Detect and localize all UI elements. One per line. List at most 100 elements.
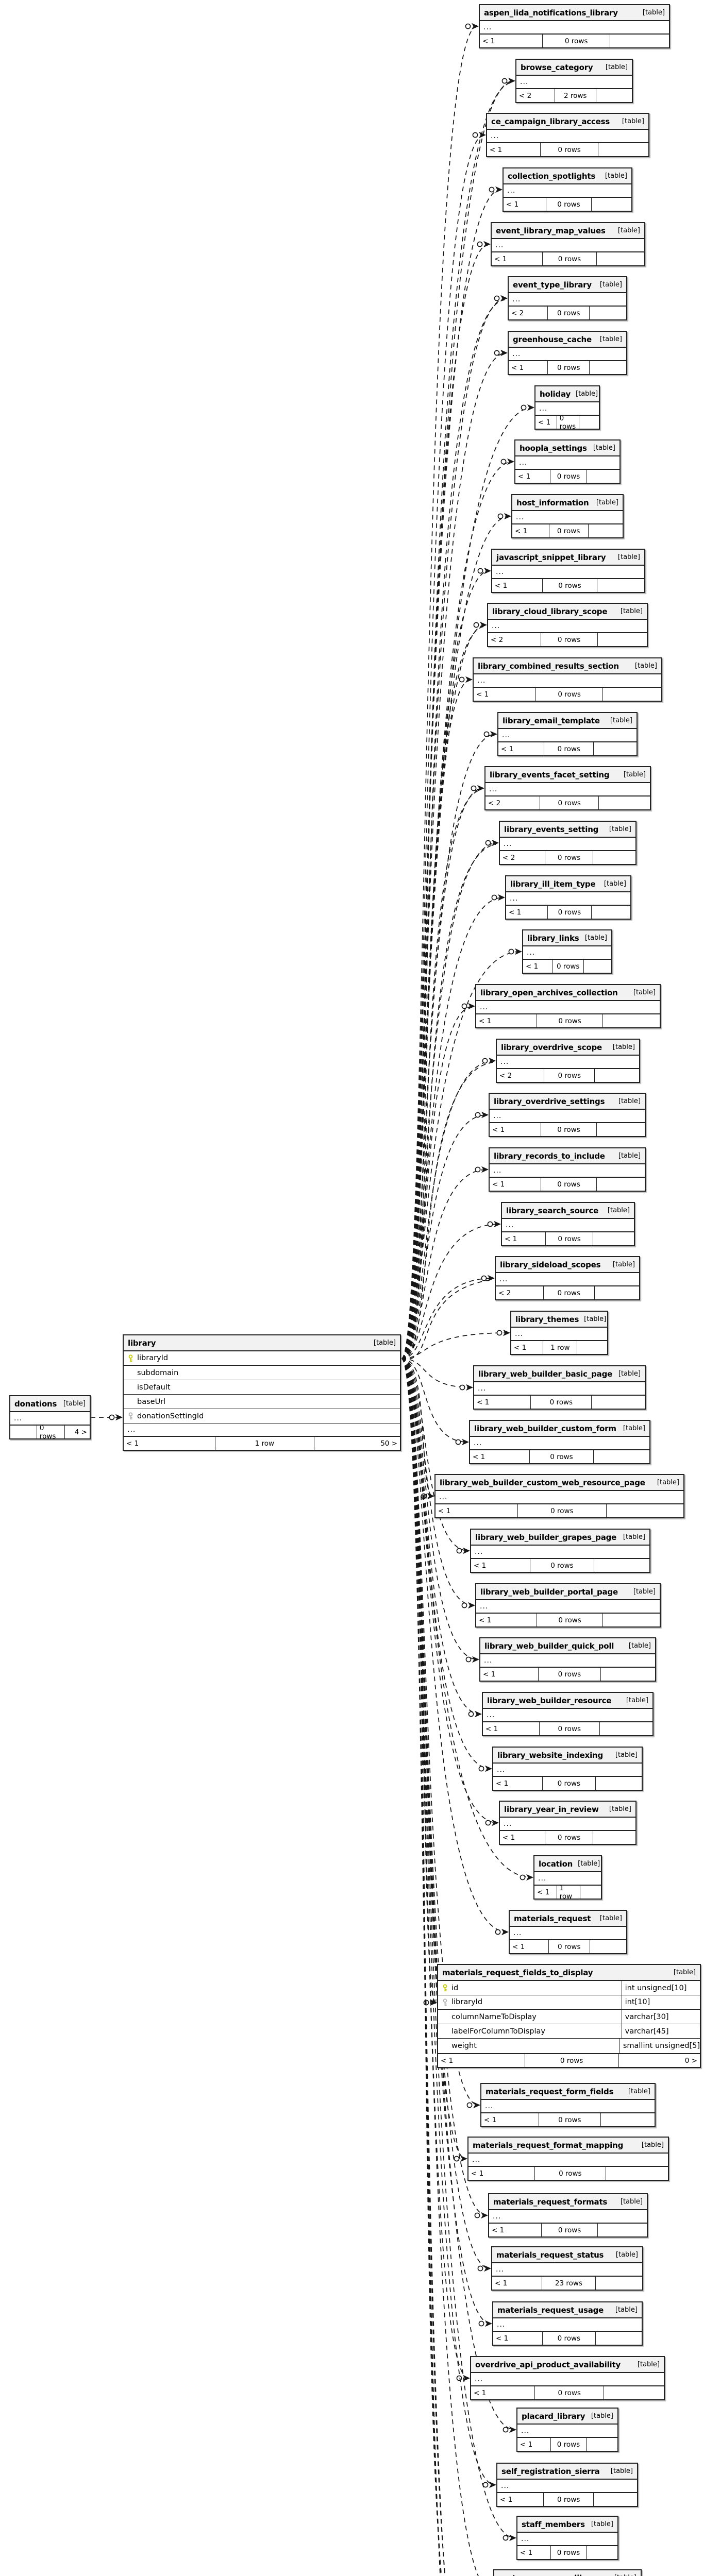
relationship-line-library_cloud_library_scope [401, 624, 486, 1359]
table-header[interactable]: donations[table] [10, 1396, 90, 1412]
zero-or-one-circle [494, 295, 500, 301]
table-header[interactable]: location[table] [534, 1856, 601, 1872]
table-header[interactable]: materials_request_status[table] [492, 2247, 642, 2263]
table-header[interactable]: materials_request_formats[table] [489, 2194, 647, 2210]
table-header[interactable]: library_overdrive_scope[table] [497, 1040, 639, 1056]
table-header[interactable]: host_information[table] [512, 495, 623, 511]
parent-count: < 1 [477, 1398, 490, 1406]
table-type-label: [table] [637, 2361, 660, 2368]
table-header[interactable]: library_web_builder_quick_poll[table] [480, 1638, 655, 1654]
table-header[interactable]: library_web_builder_custom_web_resource_… [436, 1475, 683, 1491]
table-name: library_themes [515, 1314, 579, 1324]
row-count: 0 rows [550, 2546, 587, 2559]
table-name: library_web_builder_custom_form [474, 1423, 616, 1433]
parent-count: < 1 [496, 1779, 509, 1788]
table-header[interactable]: library_events_facet_setting[table] [485, 767, 650, 783]
child-count [596, 2332, 642, 2345]
relationship-line-event_type_library-2 [401, 299, 505, 1359]
zero-or-one-circle [109, 1414, 115, 1420]
table-type-label: [table] [617, 227, 640, 234]
row-count: 0 rows [530, 1559, 594, 1572]
table-header[interactable]: library_overdrive_settings[table] [490, 1094, 645, 1110]
crows-foot-arrowhead [498, 894, 505, 901]
table-header[interactable]: materials_request_usage[table] [493, 2302, 642, 2318]
table-header[interactable]: materials_request_form_fields[table] [481, 2084, 655, 2100]
table-header[interactable]: library_links[table] [523, 930, 611, 946]
table-header[interactable]: library_cloud_library_scope[table] [488, 604, 647, 620]
table-header[interactable]: library[table] [124, 1335, 400, 1351]
table-name: library_web_builder_basic_page [478, 1369, 613, 1379]
row-count: 0 rows [529, 1450, 594, 1463]
table-header[interactable]: library_web_builder_resource[table] [483, 1693, 652, 1709]
table-header[interactable]: library_email_template[table] [498, 713, 637, 729]
columns-ellipsis: ... [483, 23, 492, 31]
zero-or-one-circle [482, 1058, 488, 1064]
table-header[interactable]: library_records_to_include[table] [490, 1148, 645, 1164]
table-header[interactable]: materials_request_fields_to_display[tabl… [438, 1965, 700, 1981]
table-header[interactable]: aspen_lida_notifications_library[table] [480, 5, 669, 21]
table-header[interactable]: event_library_map_values[table] [492, 223, 644, 239]
table-header[interactable]: ce_campaign_library_access[table] [487, 114, 648, 130]
crows-foot-arrowhead [492, 1819, 499, 1826]
table-header[interactable]: library_web_builder_portal_page[table] [476, 1584, 660, 1600]
table-header[interactable]: overdrive_api_product_availability [table… [471, 2357, 664, 2373]
table-type-label: [table] [599, 335, 622, 343]
row-count: 1 row [543, 1341, 578, 1354]
row-count: 1 row [556, 1886, 580, 1899]
relationship-line-library_overdrive_scope [401, 1060, 495, 1359]
table-header[interactable]: materials_request_format_mapping[table] [468, 2138, 668, 2154]
table-header[interactable]: library_events_setting[table] [500, 822, 635, 838]
child-count [593, 851, 635, 864]
table-header[interactable]: library_web_builder_basic_page[table] [474, 1366, 645, 1382]
table-header[interactable]: library_sideload_scopes[table] [496, 1257, 639, 1273]
table-header[interactable]: library_themes[table] [511, 1312, 607, 1328]
column-type: smallint unsigned[5] [619, 2039, 700, 2053]
crows-foot-arrowhead [477, 785, 484, 792]
table-header[interactable]: materials_request[table] [510, 1911, 626, 1927]
primary-key-icon [124, 1354, 137, 1362]
table-header[interactable]: library_year_in_review[table] [500, 1802, 635, 1818]
table-name: system_message_library [498, 2573, 602, 2576]
table-name: materials_request_usage [497, 2305, 604, 2315]
table-header[interactable]: library_website_indexing[table] [493, 1748, 642, 1764]
foreign-key-icon [438, 1998, 451, 2006]
table-header[interactable]: browse_category[table] [516, 60, 632, 76]
child-count [592, 1396, 645, 1409]
table-header[interactable]: holiday[table] [535, 386, 599, 402]
table-header[interactable]: greenhouse_cache[table] [509, 332, 626, 348]
table-header[interactable]: library_web_builder_custom_form[table] [470, 1421, 649, 1437]
parent-count: < 1 [526, 962, 539, 971]
table-header[interactable]: collection_spotlights[table] [504, 168, 631, 184]
table-header[interactable]: system_message_library[table] [494, 2570, 641, 2576]
zero-or-one-circle [475, 1166, 481, 1173]
table-header[interactable]: javascript_snippet_library[table] [492, 550, 644, 566]
table-header[interactable]: library_open_archives_collection[table] [476, 985, 660, 1001]
columns-ellipsis: ... [521, 2427, 530, 2435]
table-header[interactable]: event_type_library[table] [509, 277, 626, 293]
zero-or-one-circle [456, 1548, 462, 1554]
table-header[interactable]: library_web_builder_grapes_page[table] [471, 1530, 649, 1546]
table-box-library_combined_results_section: library_combined_results_section[table].… [473, 657, 662, 702]
columns-ellipsis: ... [484, 1656, 493, 1665]
table-name: host_information [516, 498, 589, 507]
parent-count: < 1 [492, 1125, 505, 1134]
table-header[interactable]: staff_members[table] [517, 2517, 617, 2533]
table-header[interactable]: hoopla_settings[table] [515, 440, 619, 456]
table-header[interactable]: library_ill_item_type[table] [506, 876, 630, 892]
table-header[interactable]: self_registration_sierra[table] [497, 2464, 637, 2480]
zero-or-one-circle [423, 1999, 429, 2006]
table-header[interactable]: library_search_source[table] [502, 1203, 634, 1219]
zero-or-one-circle [472, 132, 478, 138]
table-header[interactable]: placard_library[table] [517, 2409, 617, 2425]
table-name: library_open_archives_collection [480, 988, 618, 997]
table-name: overdrive_api_product_availability [475, 2360, 621, 2369]
table-header[interactable]: library_combined_results_section[table] [474, 658, 661, 674]
